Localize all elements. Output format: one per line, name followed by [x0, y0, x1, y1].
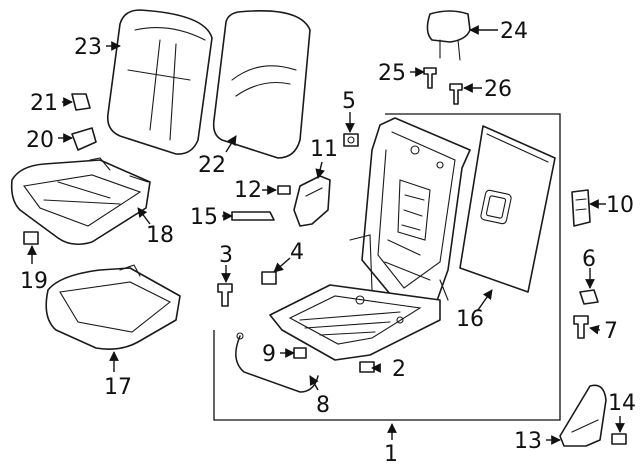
bolt-9-part [293, 347, 307, 359]
callout-17: 17 [104, 375, 132, 400]
callout-5: 5 [342, 89, 356, 114]
seat-back-panel-part [459, 125, 556, 293]
callout-15: 15 [190, 205, 218, 230]
callout-2: 2 [392, 357, 406, 382]
callout-9: 9 [262, 342, 276, 367]
bolt-7-part [573, 315, 589, 339]
nut-2-part [359, 361, 375, 373]
rod-15-part [231, 211, 275, 221]
seat-cushion-frame [269, 234, 449, 361]
callout-24: 24 [500, 19, 528, 44]
seat-cushion-pad-part [45, 264, 181, 350]
callout-16: 16 [456, 307, 484, 332]
callout-7: 7 [604, 319, 618, 344]
seat-back-pad-part [106, 9, 213, 155]
callout-1: 1 [384, 442, 398, 467]
clip-4-part [261, 271, 277, 285]
callout-21: 21 [30, 91, 58, 116]
callout-26: 26 [484, 77, 512, 102]
callout-12: 12 [234, 178, 262, 203]
callout-23: 23 [74, 35, 102, 60]
clip-19-part [23, 231, 39, 245]
callout-3: 3 [219, 243, 233, 268]
callout-22: 22 [198, 153, 226, 178]
guide-25-part [423, 67, 437, 89]
clip-6-part [579, 289, 599, 305]
callout-14: 14 [608, 391, 636, 416]
headrest-part [426, 10, 471, 61]
callout-19: 19 [20, 269, 48, 294]
bracket-20-part [71, 127, 97, 151]
callout-25: 25 [378, 61, 406, 86]
callout-4: 4 [290, 240, 304, 265]
seat-back-frame [361, 117, 471, 321]
clip-21-part [71, 93, 91, 111]
bolt-3-part [217, 283, 233, 307]
seat-back-cover-part [212, 10, 311, 159]
cover-13-part [559, 384, 607, 447]
callout-8: 8 [316, 393, 330, 418]
bracket-11-part [293, 175, 331, 227]
cover-10-part [571, 189, 591, 227]
bolt-5-part [343, 133, 359, 147]
seat-cushion-cover-part [10, 157, 151, 246]
callout-labels: 1 2 3 4 5 6 7 8 9 10 11 12 13 14 15 16 1… [20, 19, 636, 467]
callout-6: 6 [582, 247, 596, 272]
leader-lines [27, 25, 625, 445]
assembly-frame-outline [213, 113, 561, 421]
guide-26-part [449, 83, 463, 105]
callout-20: 20 [26, 128, 54, 153]
callout-18: 18 [146, 223, 174, 248]
screw-14-part [611, 433, 627, 445]
callout-13: 13 [514, 429, 542, 454]
callout-11: 11 [310, 137, 338, 162]
callout-10: 10 [606, 193, 634, 218]
